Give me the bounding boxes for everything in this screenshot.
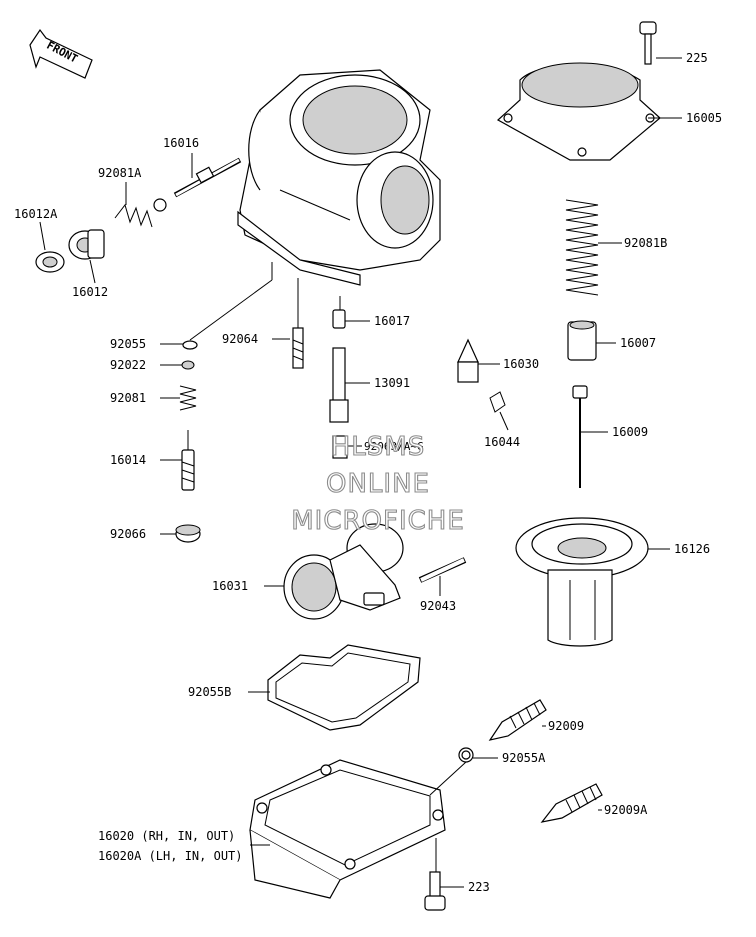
leader-lines xyxy=(39,57,682,888)
watermark-line-1: HLSMS xyxy=(331,432,425,462)
float-bowl-16020 xyxy=(249,759,446,899)
top-cover-16005 xyxy=(496,62,661,161)
label-92063: 92063/A~G xyxy=(364,440,424,453)
pin-92043 xyxy=(418,557,467,583)
label-13091: 13091 xyxy=(374,376,410,390)
part-16012 xyxy=(68,229,105,260)
label-92055: 92055 xyxy=(110,337,146,351)
label-92055B: 92055B xyxy=(188,685,231,699)
label-223: 223 xyxy=(468,880,490,894)
clip-16044 xyxy=(489,391,506,413)
label-92022: 92022 xyxy=(110,358,146,372)
label-92009: 92009 xyxy=(548,719,584,733)
screw-92009A xyxy=(540,783,603,823)
washer-92022 xyxy=(181,360,195,370)
gasket-92055B xyxy=(267,644,421,731)
float-valve-16030 xyxy=(457,338,479,383)
label-16012: 16012 xyxy=(72,285,108,299)
spring-92081 xyxy=(179,385,197,411)
cap-92066 xyxy=(175,524,201,543)
part-16012A xyxy=(35,251,65,273)
label-92009A: 92009A xyxy=(604,803,648,817)
jet-92064 xyxy=(292,327,304,369)
spring-92081B xyxy=(565,199,599,296)
needle-jet-13091 xyxy=(329,347,349,423)
screw-225 xyxy=(639,21,657,65)
jet-16017 xyxy=(332,309,346,329)
label-225: 225 xyxy=(686,51,708,65)
label-16007: 16007 xyxy=(620,336,656,350)
label-92064: 92064 xyxy=(222,332,258,346)
label-92055A: 92055A xyxy=(502,751,546,765)
oring-92055A xyxy=(458,747,474,763)
label-16020: 16020 (RH, IN, OUT) xyxy=(98,829,235,843)
watermark-line-3: MICROFICHE xyxy=(291,506,465,536)
label-16009: 16009 xyxy=(612,425,648,439)
label-16012A: 16012A xyxy=(14,207,58,221)
float-16031 xyxy=(283,523,404,620)
jet-needle-16009 xyxy=(572,385,588,488)
label-92081A: 92081A xyxy=(98,166,142,180)
label-92081B: 92081B xyxy=(624,236,667,250)
spring-92081A xyxy=(114,203,153,228)
carburetor-body xyxy=(237,69,441,286)
label-16020A: 16020A (LH, IN, OUT) xyxy=(98,849,243,863)
label-92081: 92081 xyxy=(110,391,146,405)
watermark: HLSMS ONLINE MICROFICHE xyxy=(291,431,465,536)
label-16017: 16017 xyxy=(374,314,410,328)
part-labels: 225 16005 92081B 16016 92081A 16012A 160… xyxy=(14,51,722,894)
label-16031: 16031 xyxy=(212,579,248,593)
screw-223 xyxy=(424,871,446,911)
main-jet-92063 xyxy=(332,435,348,459)
front-arrow: FRONT xyxy=(29,28,93,79)
oring-92055 xyxy=(182,340,198,350)
pilot-screw-16016 xyxy=(153,157,242,212)
label-16005: 16005 xyxy=(686,111,722,125)
label-16126: 16126 xyxy=(674,542,710,556)
watermark-line-2: ONLINE xyxy=(326,469,430,499)
label-16044: 16044 xyxy=(484,435,520,449)
label-92043: 92043 xyxy=(420,599,456,613)
screw-92009 xyxy=(488,699,547,741)
label-16014: 16014 xyxy=(110,453,146,467)
label-16030: 16030 xyxy=(503,357,539,371)
needle-16014 xyxy=(181,430,195,491)
label-16016: 16016 xyxy=(163,136,199,150)
label-92066: 92066 xyxy=(110,527,146,541)
holder-16007 xyxy=(567,320,597,361)
diaphragm-16126 xyxy=(515,517,649,647)
